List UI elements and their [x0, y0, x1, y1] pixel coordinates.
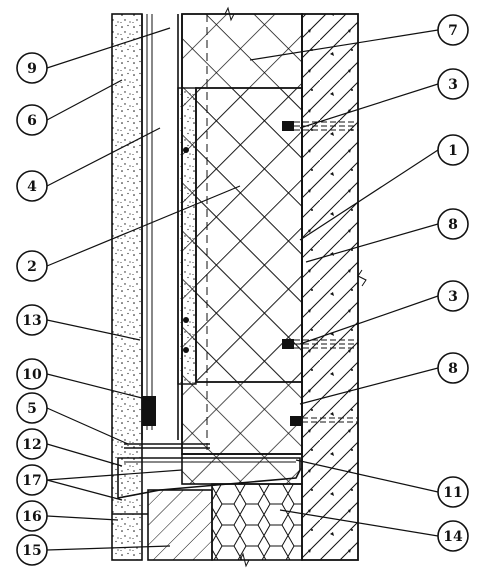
callout-label: 3	[448, 77, 458, 93]
callout-8-14: 8	[305, 208, 469, 263]
callout-circle	[16, 500, 48, 532]
callout-label: 6	[27, 113, 37, 129]
callout-circle	[16, 428, 48, 460]
callout-label: 5	[27, 401, 37, 417]
base-cladding	[147, 489, 213, 561]
callout-circle	[437, 476, 469, 508]
callout-label: 9	[27, 61, 37, 77]
leader-line	[249, 29, 439, 61]
callout-label: 3	[448, 289, 458, 305]
leader-line	[46, 515, 119, 521]
lower-insulation	[181, 453, 303, 485]
callout-label: 17	[22, 473, 41, 489]
anchor-bolt-lower	[282, 339, 358, 349]
callout-label: 8	[448, 217, 458, 233]
callout-circle	[16, 534, 48, 566]
callout-circle	[16, 392, 48, 424]
callout-label: 2	[27, 259, 37, 275]
callout-circle	[16, 170, 48, 202]
callout-5-6: 5	[16, 392, 129, 445]
leader-line	[46, 185, 241, 267]
callout-15-10: 15	[16, 534, 171, 566]
leader-line	[46, 469, 183, 481]
callout-circle	[16, 464, 48, 496]
callout-label: 1	[448, 143, 458, 159]
callout-1-13: 1	[299, 134, 469, 241]
leader-line	[46, 319, 141, 341]
callout-circle	[437, 134, 469, 166]
leader-line	[46, 79, 123, 121]
cladding-layer	[111, 13, 143, 561]
leader-line-secondary	[46, 479, 123, 501]
callout-label: 14	[443, 529, 463, 545]
callout-9-0: 9	[16, 27, 171, 84]
callout-circle	[437, 352, 469, 384]
callout-circle	[437, 14, 469, 46]
callout-label: 16	[22, 509, 41, 525]
callout-circle	[16, 358, 48, 390]
leader-line	[305, 223, 439, 263]
leader-line	[46, 407, 129, 445]
leader-line	[46, 127, 161, 187]
callout-6-1: 6	[16, 79, 123, 136]
callout-10-5: 10	[16, 358, 151, 401]
leader-line	[46, 373, 151, 401]
concrete-wall	[301, 13, 359, 561]
insulation-core	[195, 87, 303, 383]
anchor-bolt-base	[290, 416, 358, 426]
callout-label: 4	[27, 179, 37, 195]
leader-line	[299, 149, 439, 241]
callout-circle	[437, 280, 469, 312]
callout-13-4: 13	[16, 304, 141, 341]
leader-line	[46, 545, 171, 551]
callout-11-17: 11	[295, 459, 469, 508]
callout-circle	[16, 250, 48, 282]
callout-3-12: 3	[299, 68, 469, 129]
callout-label: 15	[22, 543, 41, 559]
callout-circle	[437, 520, 469, 552]
callout-label: 7	[448, 23, 458, 39]
base-bracket	[124, 396, 210, 449]
callout-label: 13	[22, 313, 41, 329]
panel-fasteners	[183, 147, 189, 353]
callout-8-16: 8	[299, 352, 469, 405]
callout-3-15: 3	[299, 280, 469, 345]
callout-14-18: 14	[279, 509, 469, 552]
callout-circle	[16, 52, 48, 84]
leader-line	[299, 295, 439, 345]
callout-label: 12	[22, 437, 41, 453]
callout-2-3: 2	[16, 185, 241, 282]
callout-circle	[437, 208, 469, 240]
callout-label: 10	[22, 367, 42, 383]
callout-12-7: 12	[16, 428, 123, 467]
callout-label: 8	[448, 361, 458, 377]
cavity-lines	[141, 14, 183, 440]
callout-7-11: 7	[249, 14, 469, 61]
callout-circle	[437, 68, 469, 100]
callout-circle	[16, 304, 48, 336]
leader-line	[46, 443, 123, 467]
leader-line	[299, 367, 439, 405]
leader-line	[295, 459, 439, 493]
leader-line	[46, 27, 171, 69]
callout-circle	[16, 104, 48, 136]
leader-line	[299, 83, 439, 129]
callout-17-8: 17	[16, 464, 183, 501]
callout-16-9: 16	[16, 500, 119, 532]
leader-line	[279, 509, 439, 537]
callout-group: 9 6 4 2 13 10 5 12 17 16 15 7 3 1 8 3 8 11 14	[16, 14, 469, 566]
honeycomb-insulation	[211, 483, 303, 561]
callout-4-2: 4	[16, 127, 161, 202]
callout-label: 11	[443, 485, 462, 501]
